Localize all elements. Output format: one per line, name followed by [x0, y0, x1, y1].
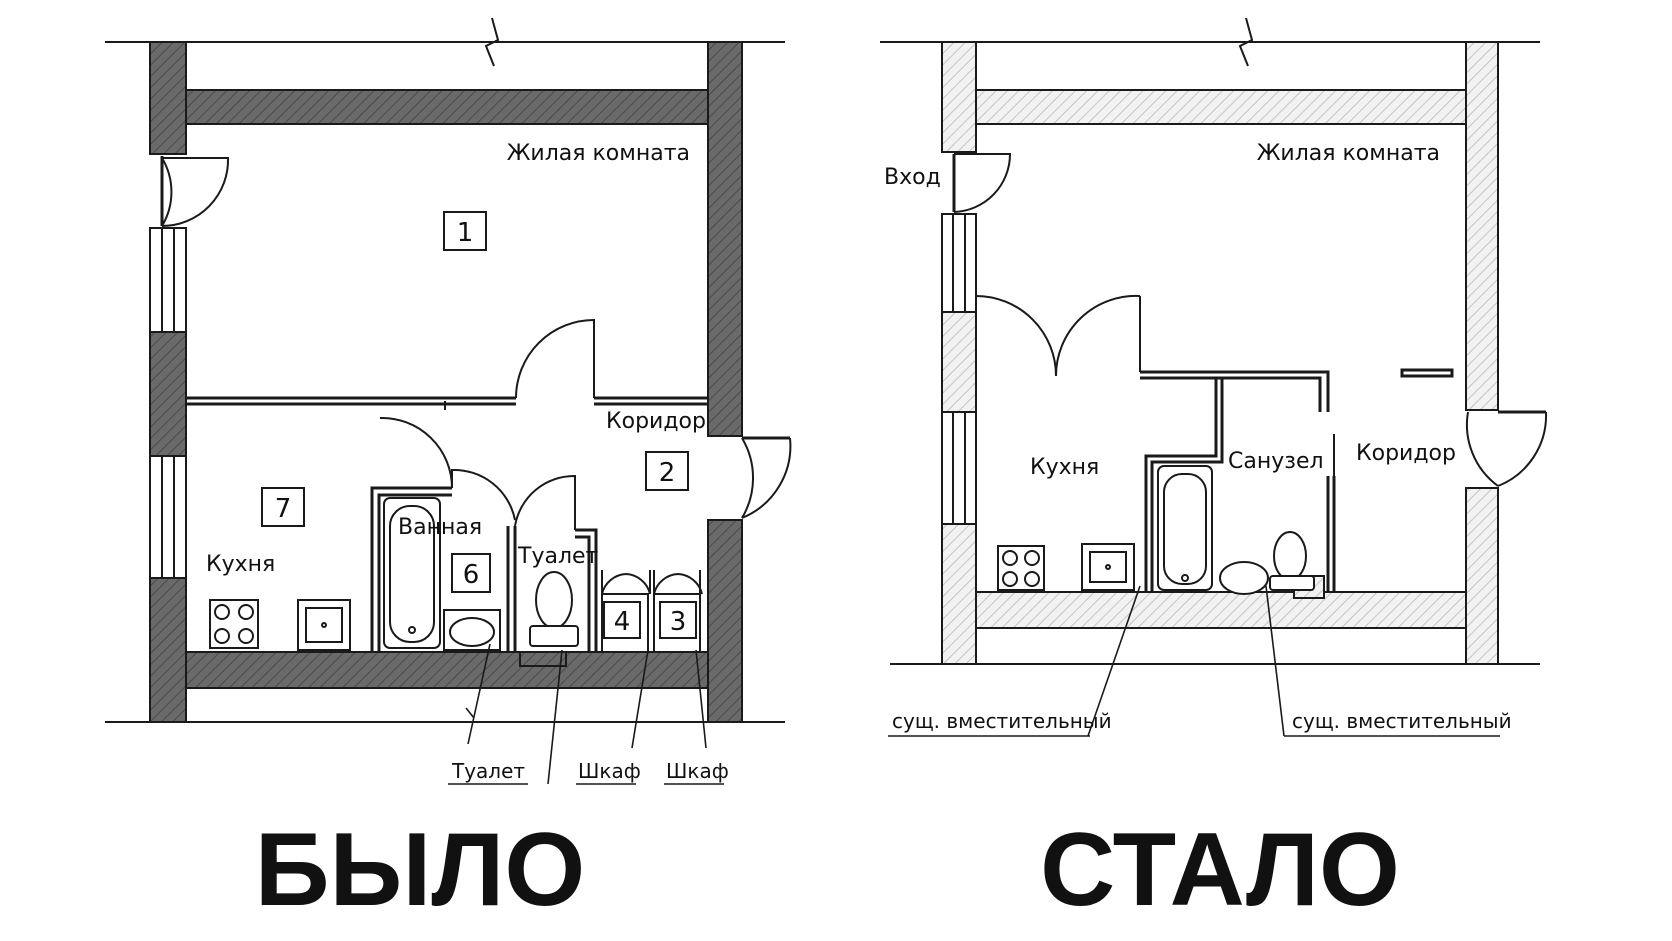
entry-door	[160, 156, 230, 227]
double-door	[975, 294, 1141, 377]
room-number-closet-left: 4	[614, 607, 631, 637]
callout-tick	[465, 707, 475, 719]
room-number-box	[261, 487, 305, 527]
room-number-corridor: 2	[659, 458, 676, 488]
wall	[1465, 41, 1499, 411]
wall	[185, 651, 709, 689]
room-number-living: 1	[457, 218, 474, 248]
wall	[149, 41, 187, 155]
callout-closet-right: Шкаф	[666, 759, 729, 783]
callout-riser-left: сущ. вместительный	[892, 709, 1112, 733]
wall	[975, 89, 1467, 125]
callout-closet-left: Шкаф	[578, 759, 641, 783]
callout-leader	[547, 649, 563, 785]
room-number-kitchen: 7	[275, 494, 292, 524]
room-label-kitchen: Кухня	[206, 552, 275, 577]
room-number-box	[451, 553, 491, 593]
partition	[1140, 370, 1330, 412]
before-title: БЫЛО	[255, 812, 585, 928]
room-number-box	[645, 451, 689, 491]
sink-icon	[1219, 561, 1269, 595]
toilet-icon	[529, 571, 579, 647]
sink-icon	[443, 609, 501, 651]
exterior-door	[741, 436, 792, 519]
exterior-door	[1465, 410, 1548, 487]
bathtub-icon	[1157, 465, 1213, 591]
wall	[941, 523, 977, 665]
room-label-bathroom: Ванная	[398, 515, 482, 540]
wall	[1465, 487, 1499, 665]
callout-leader	[631, 649, 649, 749]
room-number-box	[659, 601, 697, 639]
wall	[149, 577, 187, 723]
stove-icon	[997, 545, 1045, 591]
wall	[941, 311, 977, 413]
kitchen-sink-icon	[297, 599, 351, 651]
wall	[519, 651, 567, 667]
wall	[707, 41, 743, 437]
room-label-entrance: Вход	[884, 165, 941, 190]
room-label-living: Жилая комната	[1257, 141, 1440, 166]
room-label-corridor: Коридор	[1356, 441, 1456, 466]
room-label-living: Жилая комната	[507, 141, 690, 166]
room-number-box	[603, 601, 641, 639]
room-label-toilet: Туалет	[517, 544, 599, 569]
callout-toilet: Туалет	[451, 759, 525, 783]
window	[941, 411, 977, 525]
callout-leader	[1087, 585, 1141, 737]
kitchen-sink-icon	[1081, 543, 1135, 591]
before-plan: 1 2 7 6 4 3 Жилая комната Коридор Ванная…	[105, 17, 792, 928]
room-label-kitchen: Кухня	[1030, 455, 1099, 480]
window	[149, 455, 187, 579]
wall	[149, 331, 187, 457]
wall	[185, 89, 711, 125]
room-number-closet-right: 3	[670, 607, 687, 637]
callout-leader	[1265, 585, 1285, 737]
room-number-box	[443, 211, 487, 251]
after-plan: Жилая комната Вход Кухня Санузел Коридор…	[880, 17, 1548, 928]
callout-leader	[467, 643, 491, 745]
room-number-bathroom: 6	[463, 560, 480, 590]
wall	[707, 519, 743, 723]
room-label-corridor: Коридор	[606, 409, 706, 434]
stove-icon	[209, 599, 259, 649]
bathroom-block	[370, 416, 598, 652]
callout-leader	[695, 649, 707, 749]
toilet-icon	[1269, 531, 1315, 591]
window	[149, 227, 187, 333]
break-mark-icon	[484, 17, 500, 67]
bathtub-icon	[383, 497, 441, 649]
break-mark-icon	[1238, 17, 1254, 67]
wall	[941, 41, 977, 153]
callout-riser-right: сущ. вместительный	[1292, 709, 1512, 733]
room-label-bathroom: Санузел	[1228, 449, 1324, 474]
wall	[975, 591, 1467, 629]
entry-door	[952, 153, 1012, 213]
window	[941, 213, 977, 313]
after-title: СТАЛО	[1040, 812, 1400, 928]
closets	[601, 570, 703, 653]
